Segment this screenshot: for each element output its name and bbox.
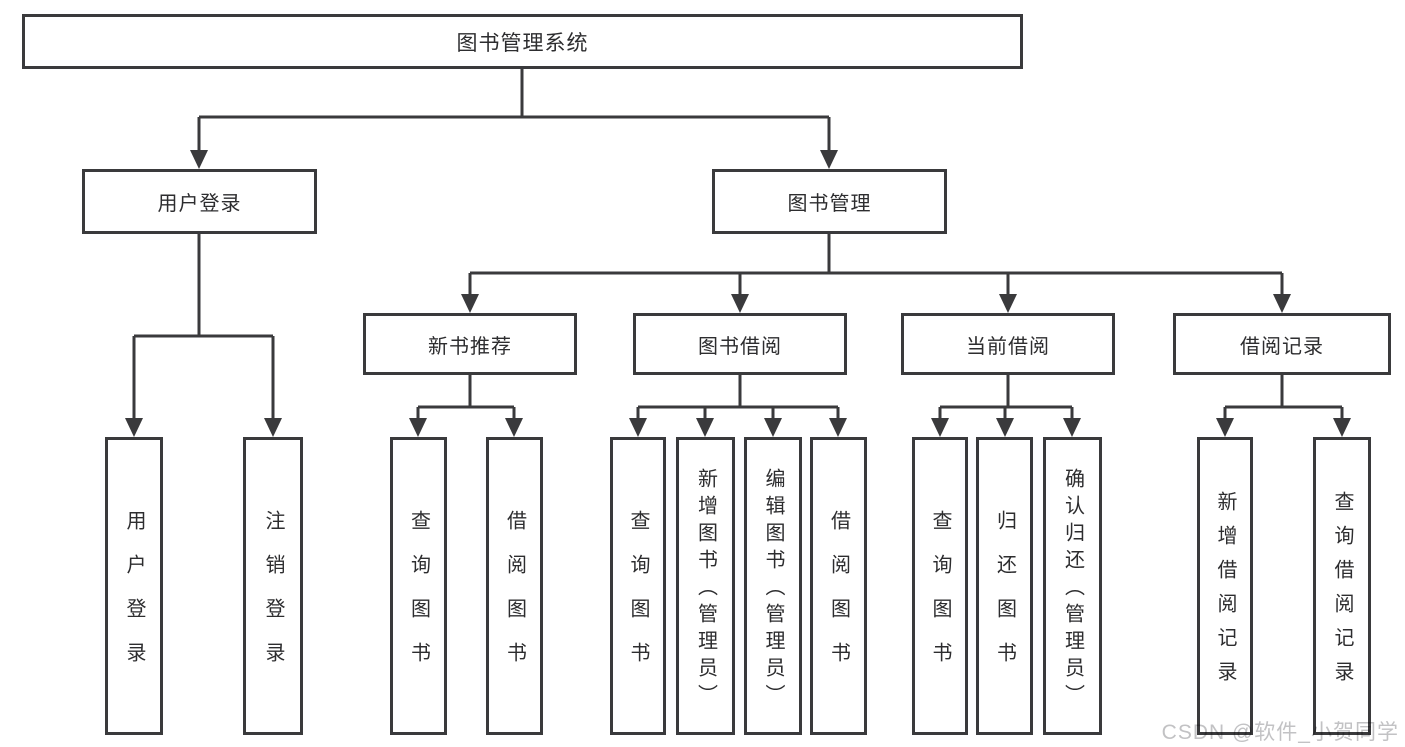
arrowhead [731, 294, 749, 313]
node-label: 当前借阅 [966, 335, 1050, 358]
node-label: 新增图书（管理员） [694, 468, 717, 711]
node-label: 新书推荐 [428, 335, 512, 358]
node-label: 注销登录 [262, 510, 284, 686]
arrowhead [931, 418, 949, 437]
node-book-management: 图书管理 [712, 169, 947, 234]
connector-current-borrow-branch [931, 375, 1081, 437]
node-label: 查询图书 [627, 510, 649, 686]
node-new-book-recommendation: 新书推荐 [363, 313, 577, 375]
arrowhead [996, 418, 1014, 437]
connector-borrow-records-branch [1216, 375, 1351, 437]
node-borrowing-records: 借阅记录 [1173, 313, 1391, 375]
leaf-logout: 注销登录 [243, 437, 303, 735]
arrowhead [629, 418, 647, 437]
node-current-borrowing: 当前借阅 [901, 313, 1115, 375]
leaf-borrow-books: 借阅图书 [810, 437, 867, 735]
leaf-add-books-admin: 新增图书（管理员） [676, 437, 735, 735]
node-book-borrowing: 图书借阅 [633, 313, 847, 375]
leaf-confirm-return-admin: 确认归还（管理员） [1043, 437, 1102, 735]
node-root-library-system: 图书管理系统 [22, 14, 1023, 69]
node-label: 确认归还（管理员） [1061, 468, 1084, 711]
node-label: 查询借阅记录 [1331, 491, 1353, 695]
node-label: 借阅图书 [503, 510, 526, 686]
arrowhead [1333, 418, 1351, 437]
arrowhead [820, 150, 838, 169]
node-label: 图书管理系统 [456, 31, 589, 55]
arrowhead [190, 150, 208, 169]
node-label: 用户登录 [157, 193, 242, 215]
arrowhead [829, 418, 847, 437]
leaf-borrow-books-recommend: 借阅图书 [486, 437, 543, 735]
csdn-watermark: CSDN @软件_小贺同学 [1161, 721, 1399, 744]
leaf-user-login: 用户登录 [105, 437, 163, 735]
node-user-login: 用户登录 [82, 169, 317, 234]
node-label: 新增借阅记录 [1214, 491, 1236, 695]
connector-book-borrow-branch [629, 375, 847, 437]
node-label: 编辑图书（管理员） [762, 468, 784, 711]
arrowhead [1273, 294, 1291, 313]
leaf-query-books-current: 查询图书 [912, 437, 968, 735]
arrowhead [461, 294, 479, 313]
connector-new-book-branch [409, 375, 523, 437]
arrowhead [125, 418, 143, 437]
arrowhead [696, 418, 714, 437]
leaf-add-borrow-record: 新增借阅记录 [1197, 437, 1253, 735]
arrowhead [505, 418, 523, 437]
node-label: 用户登录 [123, 510, 145, 686]
node-label: 图书管理 [787, 193, 872, 215]
arrowhead [764, 418, 782, 437]
node-label: 借阅图书 [827, 510, 850, 686]
node-label: 查询图书 [929, 510, 951, 686]
leaf-edit-books-admin: 编辑图书（管理员） [744, 437, 802, 735]
arrowhead [264, 418, 282, 437]
arrowhead [1216, 418, 1234, 437]
connector-book-management-branch [461, 234, 1291, 313]
leaf-query-books-recommend: 查询图书 [390, 437, 447, 735]
node-label: 图书借阅 [698, 335, 782, 358]
leaf-query-books-borrowing: 查询图书 [610, 437, 666, 735]
arrowhead [1063, 418, 1081, 437]
arrowhead [999, 294, 1017, 313]
leaf-query-borrow-record: 查询借阅记录 [1313, 437, 1371, 735]
connector-root-to-level2 [190, 69, 838, 169]
leaf-return-books: 归还图书 [976, 437, 1033, 735]
node-label: 借阅记录 [1240, 335, 1324, 358]
node-label: 归还图书 [993, 510, 1016, 686]
arrowhead [409, 418, 427, 437]
connector-user-login-branch [125, 234, 282, 437]
node-label: 查询图书 [407, 510, 430, 686]
